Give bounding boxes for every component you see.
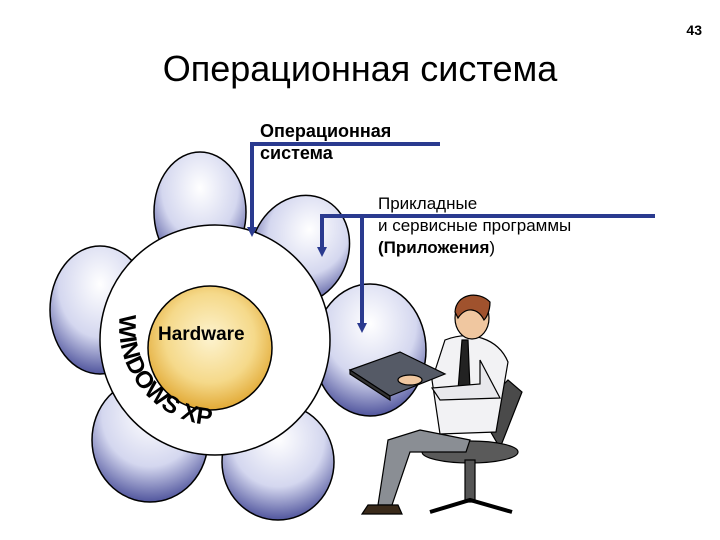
person-arm bbox=[430, 359, 501, 401]
apps-label-line1: Прикладные bbox=[378, 194, 478, 213]
petal-right bbox=[313, 283, 427, 417]
chair-post bbox=[464, 459, 476, 503]
page-number: 43 bbox=[686, 22, 702, 38]
apps-label-line2: и сервисные программы bbox=[378, 216, 572, 235]
laptop-edge bbox=[349, 368, 391, 402]
person-at-laptop-illustration bbox=[348, 294, 523, 515]
slide-title: Операционная система bbox=[162, 48, 558, 89]
hardware-label: Hardware bbox=[158, 324, 245, 345]
person-hand bbox=[397, 374, 423, 386]
os-label-line2: система bbox=[260, 143, 333, 163]
os-arrow bbox=[247, 142, 440, 237]
apps-label: Прикладные и сервисные программы (Прилож… bbox=[378, 193, 571, 259]
person-legs bbox=[377, 429, 471, 506]
apps-label-line3: (Приложения) bbox=[378, 237, 571, 259]
os-label-line1: Операционная bbox=[260, 121, 392, 141]
apps-label-line3-bold: (Приложения bbox=[378, 238, 490, 257]
os-label: Операционная система bbox=[260, 120, 391, 164]
person-hair bbox=[454, 294, 491, 322]
arrows bbox=[247, 142, 655, 333]
chair-base bbox=[429, 497, 513, 514]
apps-label-line3-rest: ) bbox=[489, 238, 496, 257]
person-shoes bbox=[360, 504, 403, 515]
apps-arrow-left bbox=[317, 214, 655, 257]
hardware-core bbox=[147, 285, 273, 411]
